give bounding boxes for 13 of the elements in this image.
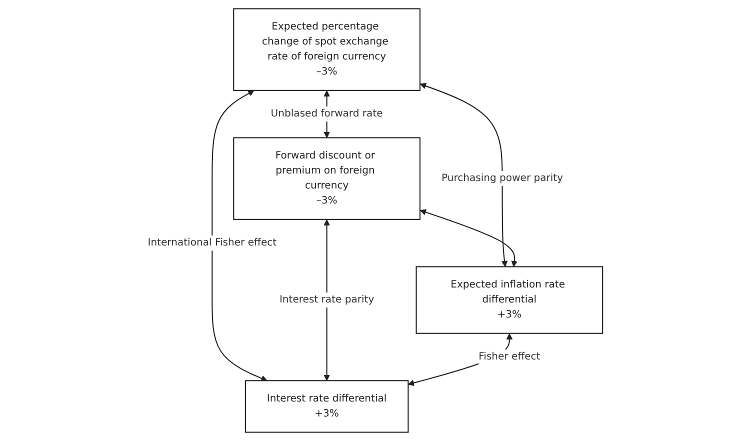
- node-box: Expected inflation rate differential +3%: [416, 266, 604, 334]
- edge-label: Unblased forward rate: [271, 108, 384, 120]
- node-box: Forward discount or premium on foreign currency –3%: [233, 137, 421, 220]
- arrow: [324, 219, 330, 381]
- edge-label: Interest rate parity: [280, 294, 375, 306]
- arrow: [420, 82, 508, 267]
- edge-label: Fisher effect: [478, 350, 541, 362]
- edge-label: Purchasing power parity: [442, 172, 564, 184]
- arrow: [212, 90, 268, 382]
- node-box: Expected percentage change of spot exchange rate of foreign currency –3%: [233, 8, 421, 91]
- arrow: [420, 209, 518, 267]
- node-box: Interest rate differential +3%: [245, 380, 410, 433]
- edge-label: International Fisher effect: [148, 236, 277, 248]
